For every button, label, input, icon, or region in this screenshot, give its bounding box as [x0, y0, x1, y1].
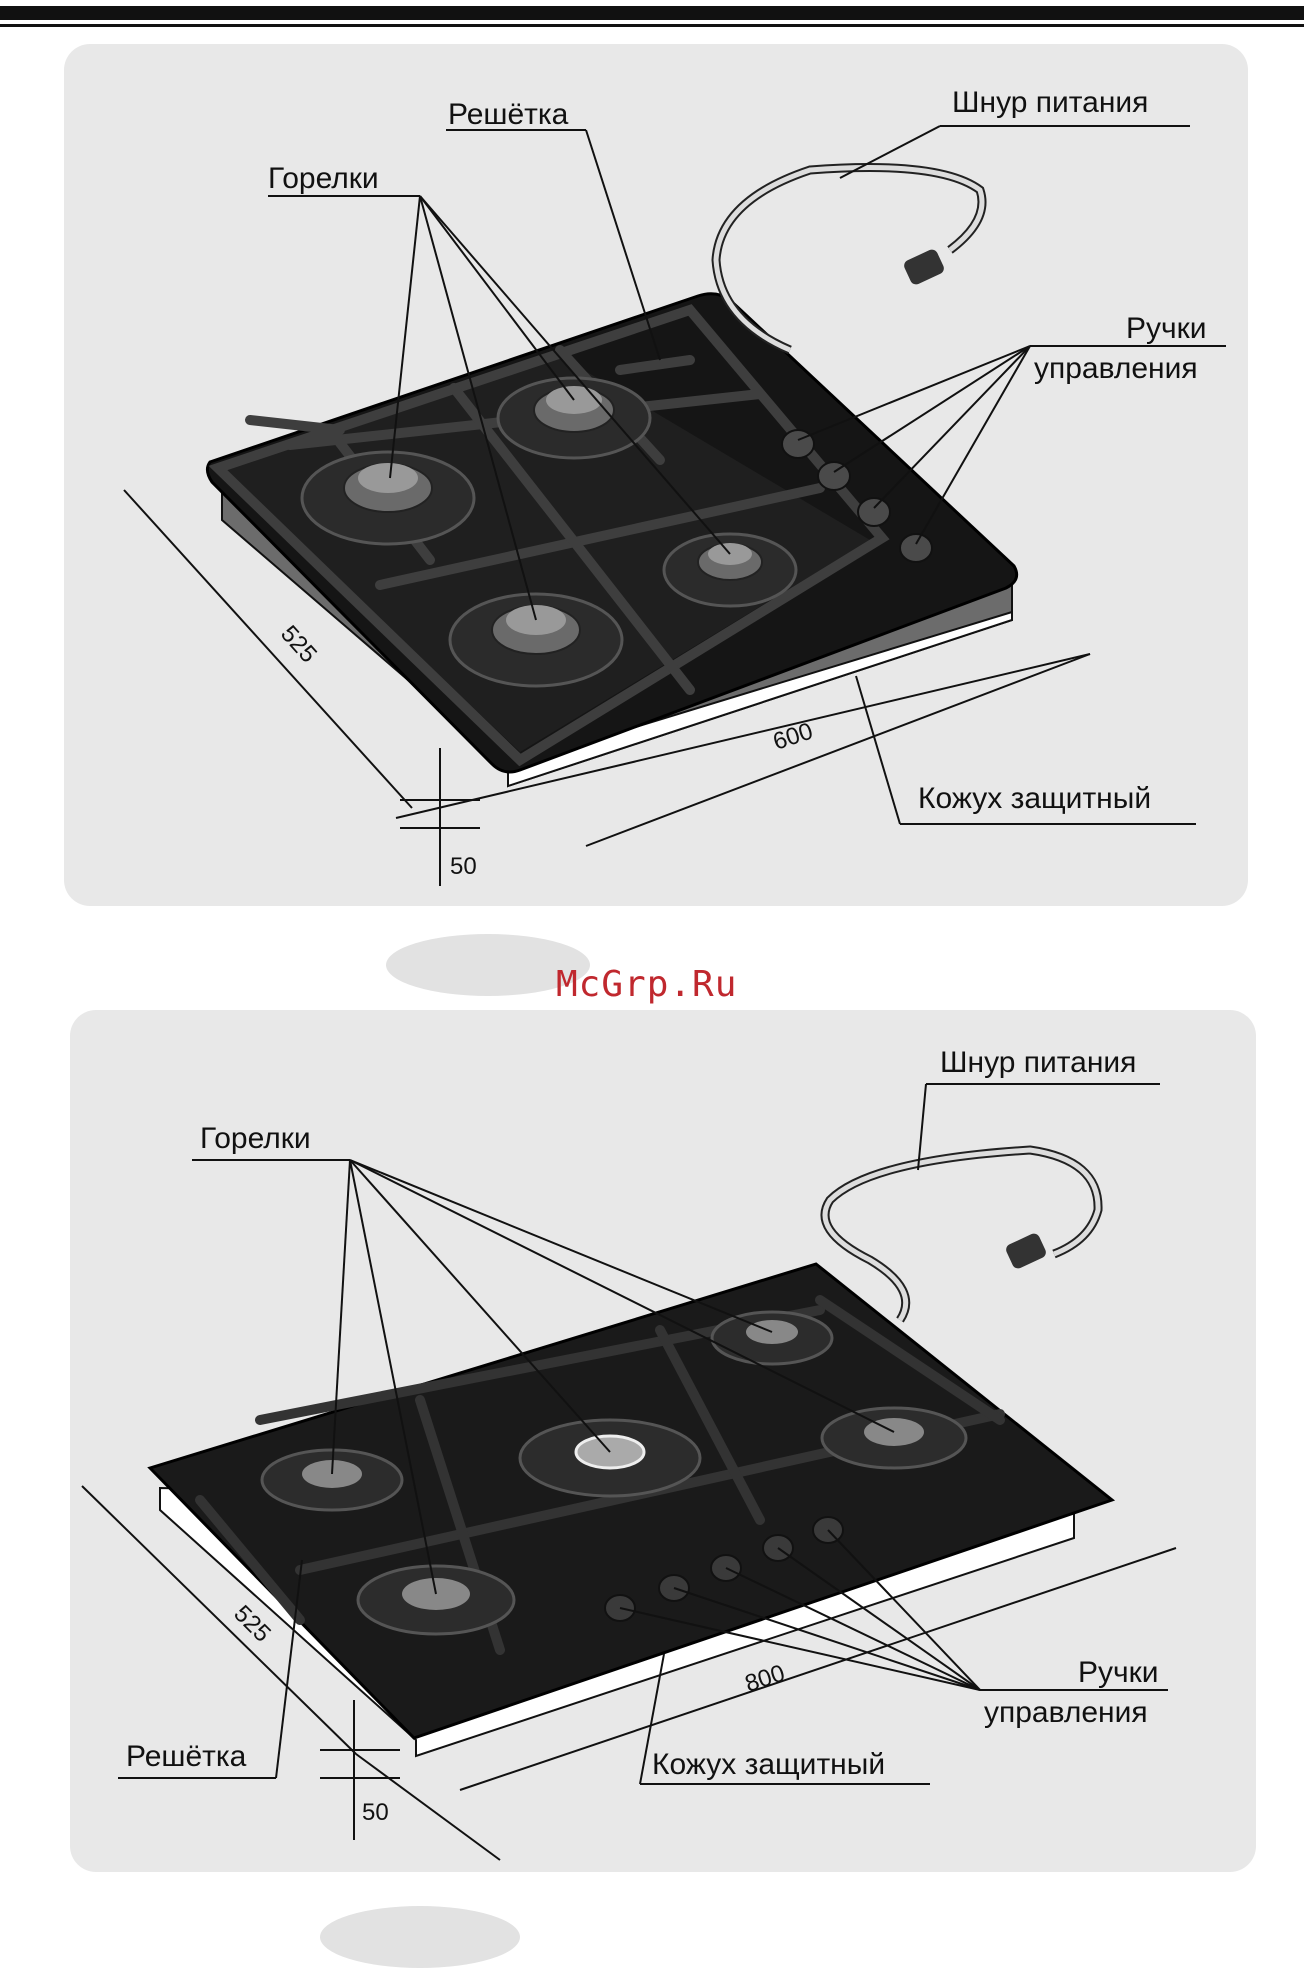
label-knobs-line2-bottom: управления [984, 1696, 1148, 1729]
label-knobs-line1-bottom: Ручки [1078, 1656, 1159, 1689]
dim-width-bottom: 800 [742, 1660, 788, 1698]
burner-center-wok [520, 1420, 700, 1496]
label-grate-bottom: Решётка [126, 1740, 247, 1773]
burner-front-left-bottom [358, 1566, 514, 1634]
label-casing-bottom: Кожух защитный [652, 1748, 885, 1781]
label-power-cord-bottom: Шнур питания [940, 1046, 1136, 1079]
dim-height-bottom: 50 [362, 1799, 389, 1826]
label-burners-bottom: Горелки [200, 1122, 311, 1155]
burner-right [822, 1408, 966, 1468]
burner-rear-right [712, 1312, 832, 1364]
power-cord-bottom [825, 1150, 1098, 1320]
